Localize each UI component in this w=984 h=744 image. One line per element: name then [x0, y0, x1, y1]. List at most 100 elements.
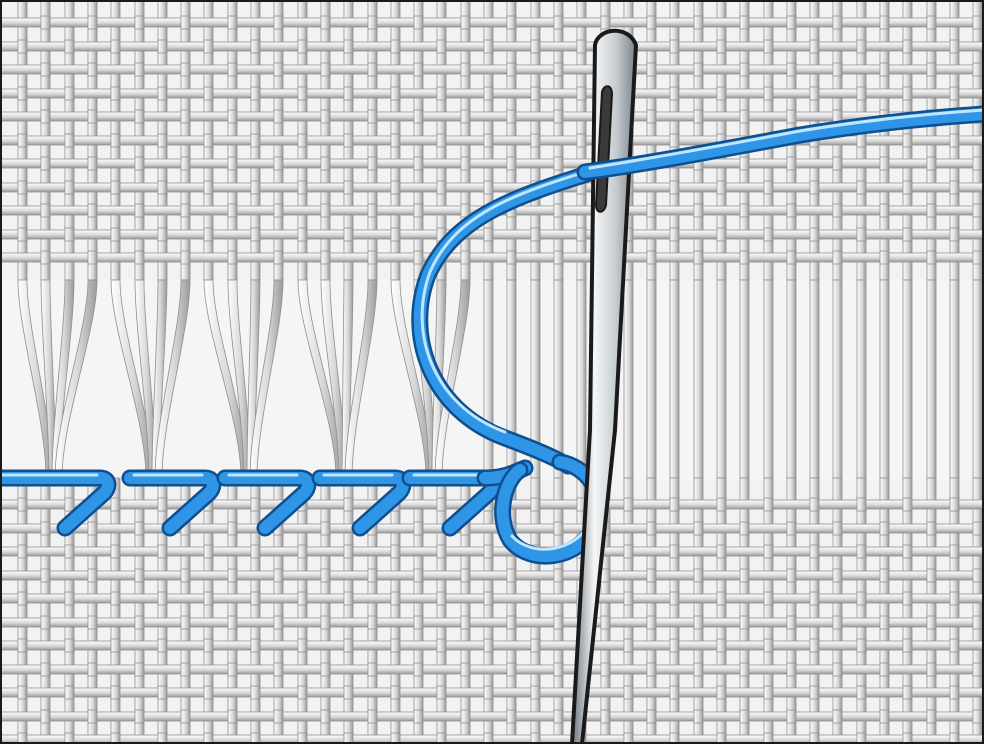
warp-crossing — [857, 592, 866, 605]
warp-crossing — [111, 592, 120, 605]
warp-crossing — [880, 710, 889, 723]
warp-crossing — [857, 228, 866, 241]
warp-crossing — [554, 16, 563, 29]
warp-crossing — [740, 616, 749, 629]
warp-crossing — [670, 639, 679, 652]
warp-crossing — [601, 710, 610, 723]
warp-crossing — [717, 181, 726, 194]
warp-thread — [950, 478, 959, 744]
loose-warp-thread — [484, 280, 493, 478]
warp-crossing — [274, 663, 283, 676]
warp-crossing — [927, 204, 936, 217]
warp-crossing — [810, 181, 819, 194]
loose-warp-thread — [833, 280, 842, 478]
warp-crossing — [368, 251, 377, 264]
warp-crossing — [65, 181, 74, 194]
loose-warp-thread — [717, 280, 726, 478]
warp-crossing — [927, 157, 936, 170]
warp-crossing — [880, 522, 889, 535]
warp-crossing — [228, 204, 237, 217]
warp-crossing — [927, 63, 936, 76]
warp-crossing — [414, 16, 423, 29]
warp-crossing — [181, 569, 190, 582]
warp-crossing — [833, 16, 842, 29]
warp-thread — [903, 478, 912, 744]
warp-crossing — [368, 16, 377, 29]
warp-crossing — [647, 710, 656, 723]
warp-crossing — [554, 157, 563, 170]
warp-crossing — [135, 16, 144, 29]
loose-warp-thread — [694, 280, 703, 478]
warp-crossing — [344, 545, 353, 558]
warp-thread — [624, 478, 633, 744]
warp-crossing — [484, 87, 493, 100]
warp-crossing — [391, 592, 400, 605]
warp-crossing — [694, 616, 703, 629]
warp-crossing — [624, 545, 633, 558]
warp-crossing — [670, 181, 679, 194]
warp-crossing — [414, 663, 423, 676]
warp-crossing — [927, 710, 936, 723]
warp-thread — [18, 478, 27, 744]
warp-crossing — [298, 592, 307, 605]
warp-thread — [694, 478, 703, 744]
warp-crossing — [857, 181, 866, 194]
warp-crossing — [950, 545, 959, 558]
warp-crossing — [298, 545, 307, 558]
warp-crossing — [437, 686, 446, 699]
warp-crossing — [251, 498, 260, 511]
warp-crossing — [321, 616, 330, 629]
warp-crossing — [670, 545, 679, 558]
warp-crossing — [368, 569, 377, 582]
warp-crossing — [88, 710, 97, 723]
warp-crossing — [65, 87, 74, 100]
warp-crossing — [787, 110, 796, 123]
warp-crossing — [321, 663, 330, 676]
warp-crossing — [88, 663, 97, 676]
warp-crossing — [368, 63, 377, 76]
warp-crossing — [274, 204, 283, 217]
warp-crossing — [158, 592, 167, 605]
warp-crossing — [880, 204, 889, 217]
warp-crossing — [787, 522, 796, 535]
warp-crossing — [135, 63, 144, 76]
warp-crossing — [601, 616, 610, 629]
warp-crossing — [321, 204, 330, 217]
warp-crossing — [647, 522, 656, 535]
warp-crossing — [41, 110, 50, 123]
warp-crossing — [507, 616, 516, 629]
warp-crossing — [810, 87, 819, 100]
warp-crossing — [973, 16, 982, 29]
warp-thread — [670, 478, 679, 744]
warp-crossing — [414, 251, 423, 264]
warp-crossing — [554, 710, 563, 723]
warp-crossing — [764, 498, 773, 511]
warp-crossing — [298, 181, 307, 194]
warp-thread — [880, 478, 889, 744]
warp-crossing — [274, 16, 283, 29]
warp-crossing — [251, 592, 260, 605]
warp-crossing — [833, 157, 842, 170]
warp-crossing — [111, 181, 120, 194]
warp-crossing — [437, 40, 446, 53]
warp-crossing — [787, 616, 796, 629]
warp-crossing — [554, 616, 563, 629]
warp-crossing — [810, 545, 819, 558]
warp-crossing — [973, 710, 982, 723]
warp-crossing — [344, 181, 353, 194]
warp-crossing — [950, 40, 959, 53]
warp-crossing — [251, 181, 260, 194]
warp-crossing — [740, 251, 749, 264]
warp-crossing — [764, 228, 773, 241]
warp-crossing — [204, 686, 213, 699]
warp-crossing — [484, 592, 493, 605]
warp-crossing — [391, 686, 400, 699]
warp-crossing — [204, 228, 213, 241]
warp-crossing — [88, 204, 97, 217]
warp-crossing — [624, 498, 633, 511]
warp-crossing — [670, 686, 679, 699]
loose-warp-thread — [577, 280, 586, 478]
warp-crossing — [414, 616, 423, 629]
warp-crossing — [181, 157, 190, 170]
warp-crossing — [740, 663, 749, 676]
